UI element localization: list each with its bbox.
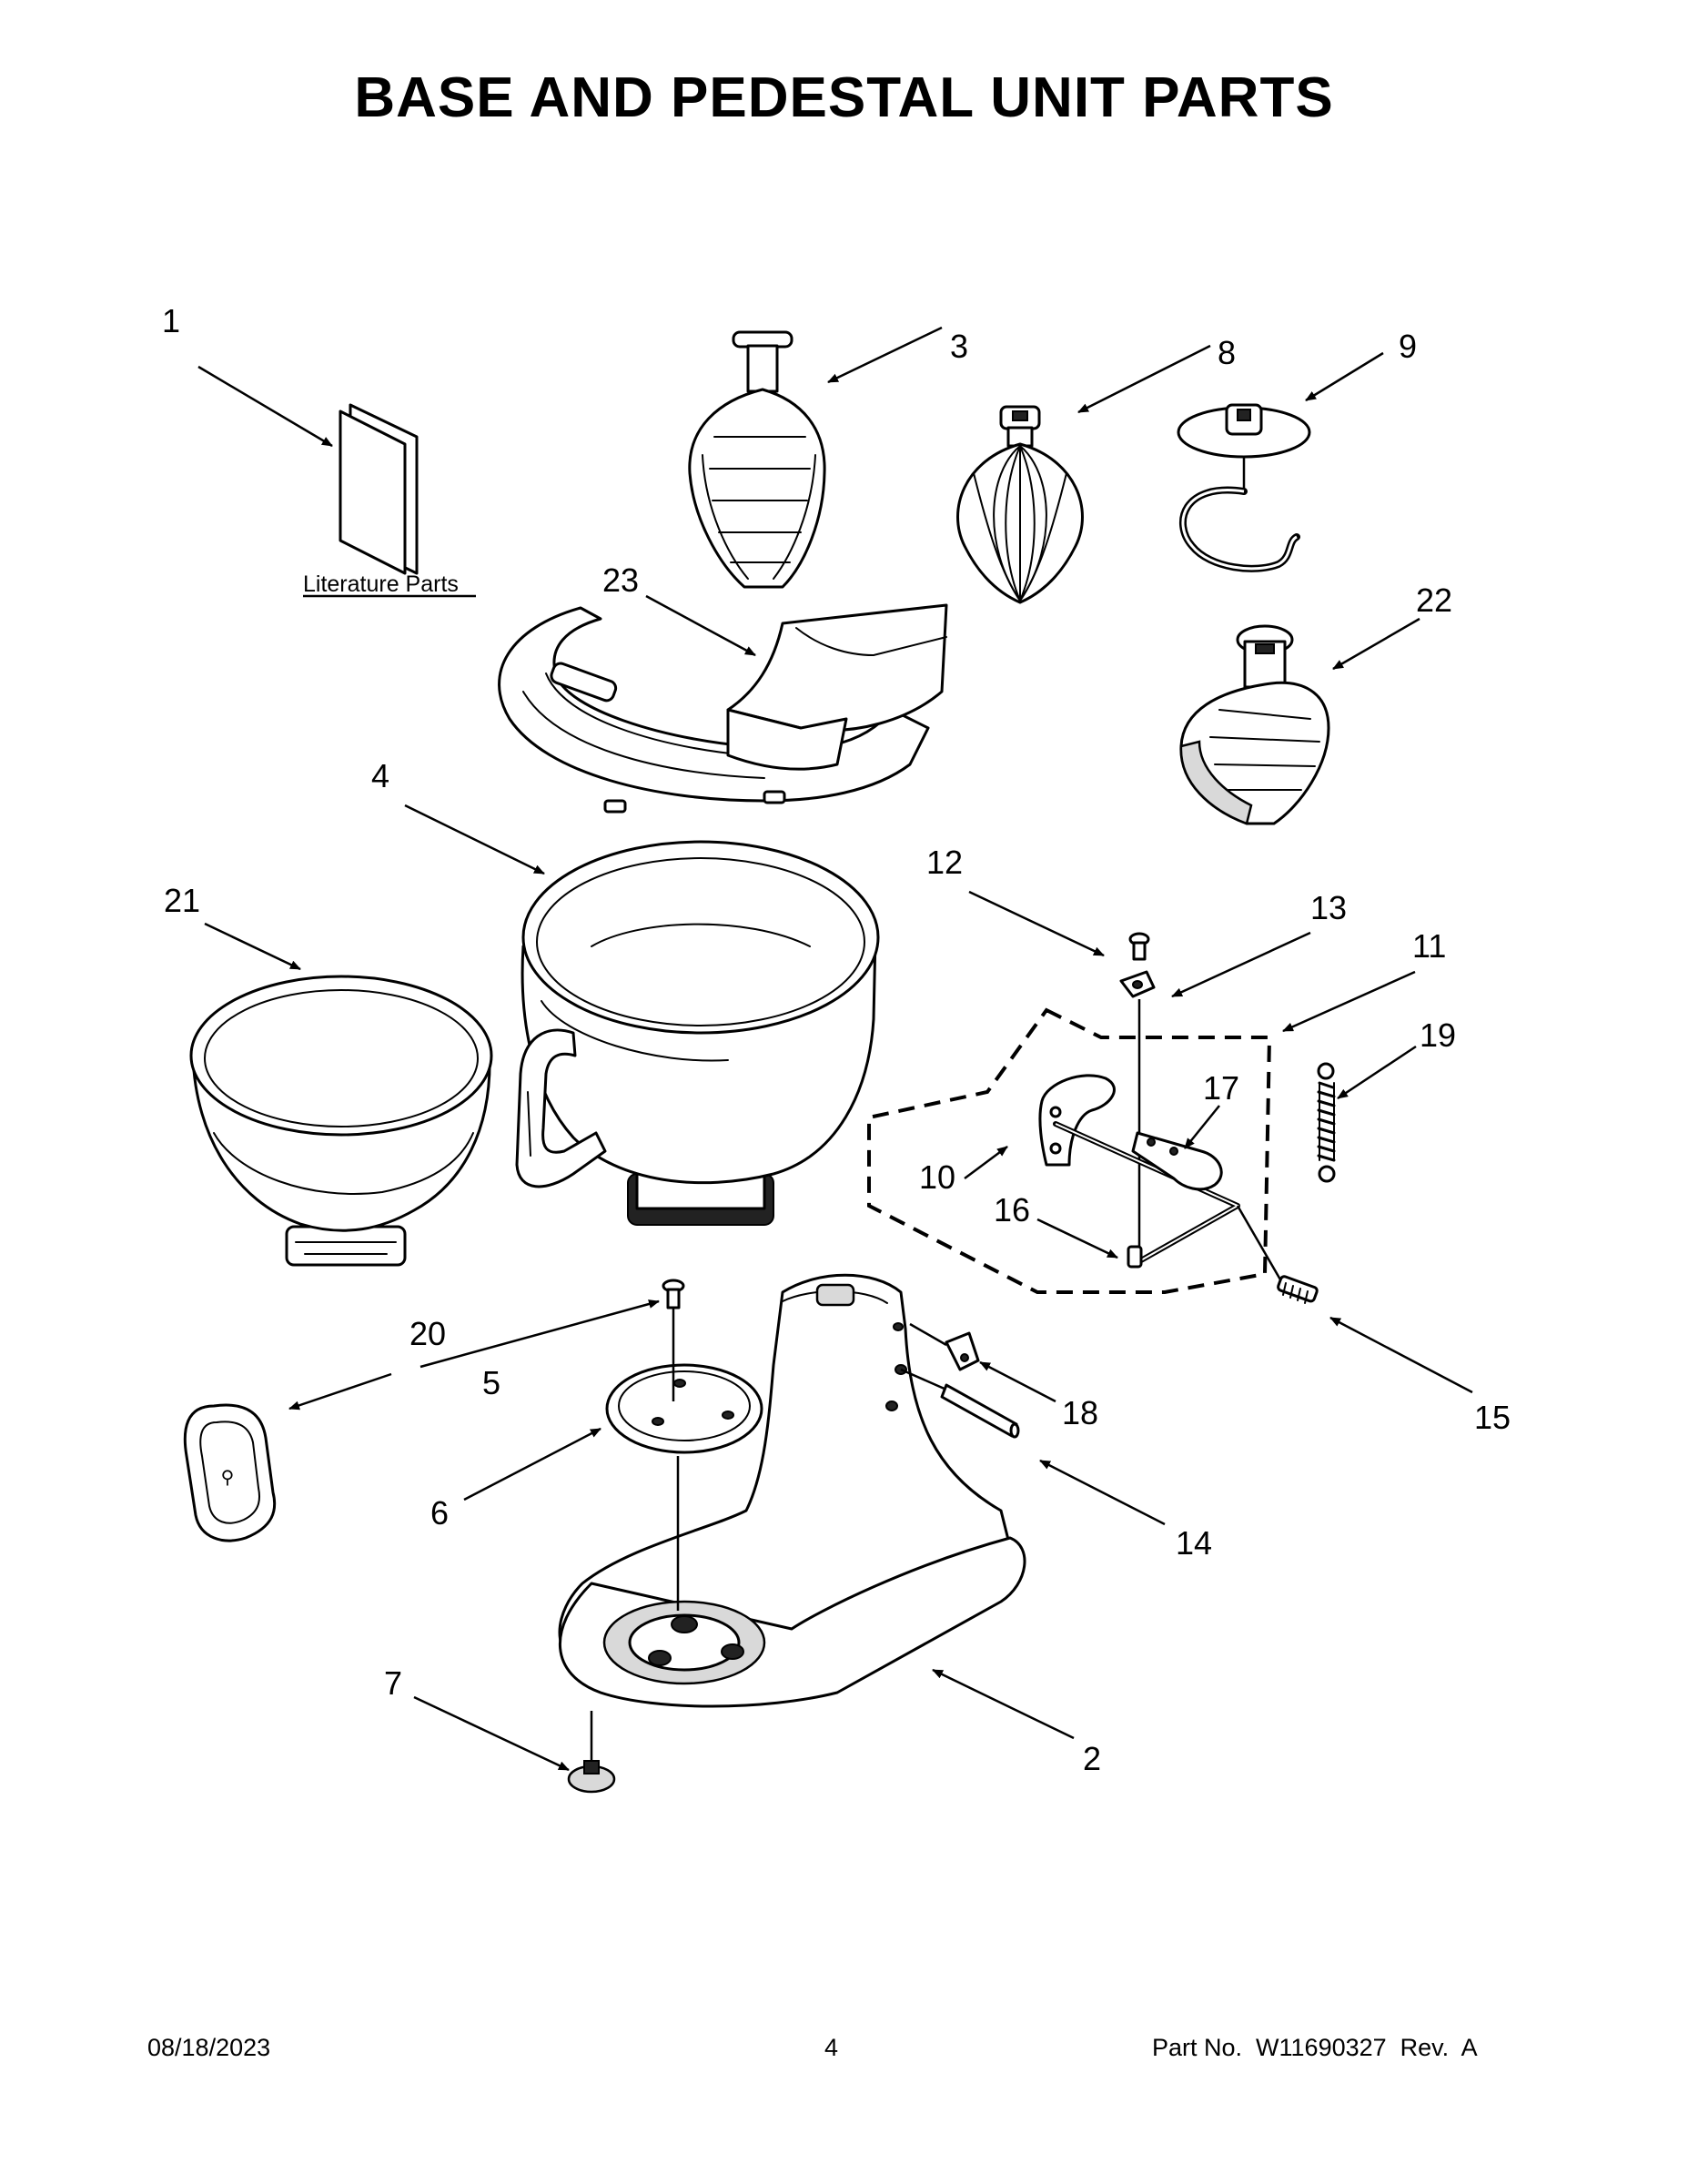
callout-22: 22 — [1416, 581, 1452, 619]
part-17-lock-lever — [1131, 1131, 1223, 1191]
callout-5: 5 — [482, 1364, 500, 1401]
footer-part-number: Part No. W11690327 Rev. A — [1152, 2034, 1478, 2061]
callout-9: 9 — [1399, 328, 1417, 365]
svg-text:⚲: ⚲ — [221, 1468, 235, 1488]
part-4-mixing-bowl — [515, 840, 880, 1226]
part-14-hinge-pin — [900, 1368, 1020, 1439]
callout-23: 23 — [602, 561, 639, 599]
callout-6: 6 — [430, 1494, 449, 1532]
part-20-trim-badge: ⚲ — [183, 1403, 277, 1542]
part-21-glass-bowl — [189, 975, 493, 1267]
callout-17: 17 — [1203, 1069, 1239, 1107]
part-19-spring — [1317, 1062, 1336, 1183]
part-22-flex-edge-beater — [1179, 624, 1330, 825]
part-8-wire-whip — [956, 405, 1084, 604]
part-11-assembly-outline — [867, 1007, 1272, 1294]
callout-14: 14 — [1176, 1524, 1212, 1562]
footer-page-number: 4 — [824, 2034, 839, 2061]
callout-18: 18 — [1062, 1394, 1098, 1431]
part-3-flat-beater — [688, 330, 826, 589]
part-10-bracket — [1038, 1074, 1116, 1167]
part-9-dough-hook — [1177, 403, 1311, 572]
callout-21: 21 — [164, 882, 200, 919]
part-2-pedestal-base — [558, 1273, 1026, 1708]
part-13-lock-plate — [1119, 970, 1156, 998]
part-15-threaded-pin — [1277, 1275, 1319, 1304]
part-7-rubber-foot — [567, 1711, 616, 1794]
callout-19: 19 — [1420, 1016, 1456, 1054]
callout-12: 12 — [926, 844, 963, 881]
callout-10: 10 — [919, 1158, 955, 1196]
part-18-hinge-clip — [945, 1331, 980, 1371]
callout-13: 13 — [1310, 889, 1347, 926]
callout-4: 4 — [371, 757, 389, 794]
leader-arrows — [197, 326, 1473, 1772]
callout-15: 15 — [1474, 1399, 1511, 1436]
callout-20: 20 — [409, 1315, 446, 1352]
callout-numbers: 1 3 8 9 Literature Parts 23 22 4 12 21 1… — [162, 302, 1511, 1777]
part-5-screw — [662, 1279, 685, 1309]
callout-11: 11 — [1412, 927, 1446, 965]
callout-16: 16 — [994, 1191, 1030, 1228]
callout-2: 2 — [1083, 1740, 1101, 1777]
callout-7: 7 — [384, 1664, 402, 1702]
callout-1: 1 — [162, 302, 180, 339]
literature-parts-label: Literature Parts — [303, 571, 459, 597]
footer-date: 08/18/2023 — [147, 2034, 271, 2061]
part-23-pouring-shield — [498, 603, 948, 814]
part-1-literature-booklet — [303, 403, 476, 598]
page-title: BASE AND PEDESTAL UNIT PARTS — [354, 66, 1334, 129]
part-6-clamping-plate — [605, 1363, 763, 1454]
callout-3: 3 — [950, 328, 968, 365]
callout-8: 8 — [1218, 334, 1236, 371]
part-12-screw — [1128, 932, 1150, 961]
